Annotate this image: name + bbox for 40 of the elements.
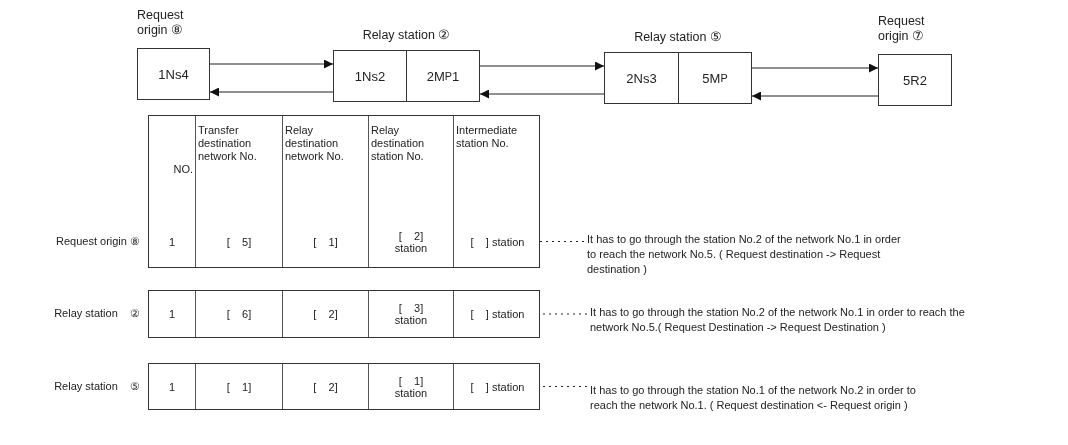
row-label: Request origin ⑧ [56, 234, 140, 248]
number-cell-text: 1 [167, 379, 177, 395]
column-header: Relay destination station No. [368, 116, 453, 216]
network-cell: [ 2] [282, 291, 368, 337]
network-cell: [ 6] [195, 291, 282, 337]
station-label: Request origin ⑧ [137, 8, 185, 38]
number-cell-text: 1 [167, 234, 177, 250]
station-box: 5R2 [878, 54, 952, 106]
station-label: Relay station ② [361, 28, 452, 43]
arrow [209, 59, 334, 69]
network-cell: [ 2] [282, 364, 368, 409]
column-header: Transfer destination network No. [195, 116, 282, 216]
arrow [751, 91, 879, 101]
station-cell: [ ] station [453, 364, 541, 409]
station-cell: [ ] station [453, 291, 541, 337]
row-label: Relay station ② [54, 307, 140, 320]
network-cell: [ 1] [195, 364, 282, 409]
station-cell: 2Ns3 [604, 52, 679, 104]
station-cell: 1Ns2 [333, 50, 407, 102]
station-box: 1Ns4 [137, 48, 210, 100]
number-cell-text: 1 [167, 307, 177, 322]
arrow [479, 61, 605, 71]
row-label: Relay station ⑤ [54, 379, 140, 393]
arrow [209, 87, 334, 97]
table-row [148, 215, 540, 268]
table-row [148, 363, 540, 410]
note-text: It has to go through the station No.2 of the network No.1 in order to reach the network No.5.( Request Destination -> Request Destination ) [590, 305, 990, 335]
station-label: Request origin ⑦ [878, 14, 926, 44]
column-header: Relay destination network No. [282, 116, 368, 216]
station-cell: [ 1] station [368, 364, 453, 409]
station-cell: [ 3] station [368, 291, 453, 337]
column-header: Intermediate station No. [453, 116, 541, 216]
arrow [479, 89, 605, 99]
arrow [751, 63, 879, 73]
note-text: It has to go through the station No.2 of the network No.1 in order to reach the network No.5. ( Request destination -> Request destination ) [587, 232, 907, 277]
station-label: Relay station ⑤ [633, 30, 723, 45]
table-row [148, 290, 540, 338]
column-header: NO. [172, 161, 194, 177]
note-text: It has to go through the station No.1 of the network No.2 in order to reach the network No.1. ( Request destination <- Request origin ) [590, 383, 930, 413]
leader-line [539, 240, 585, 243]
